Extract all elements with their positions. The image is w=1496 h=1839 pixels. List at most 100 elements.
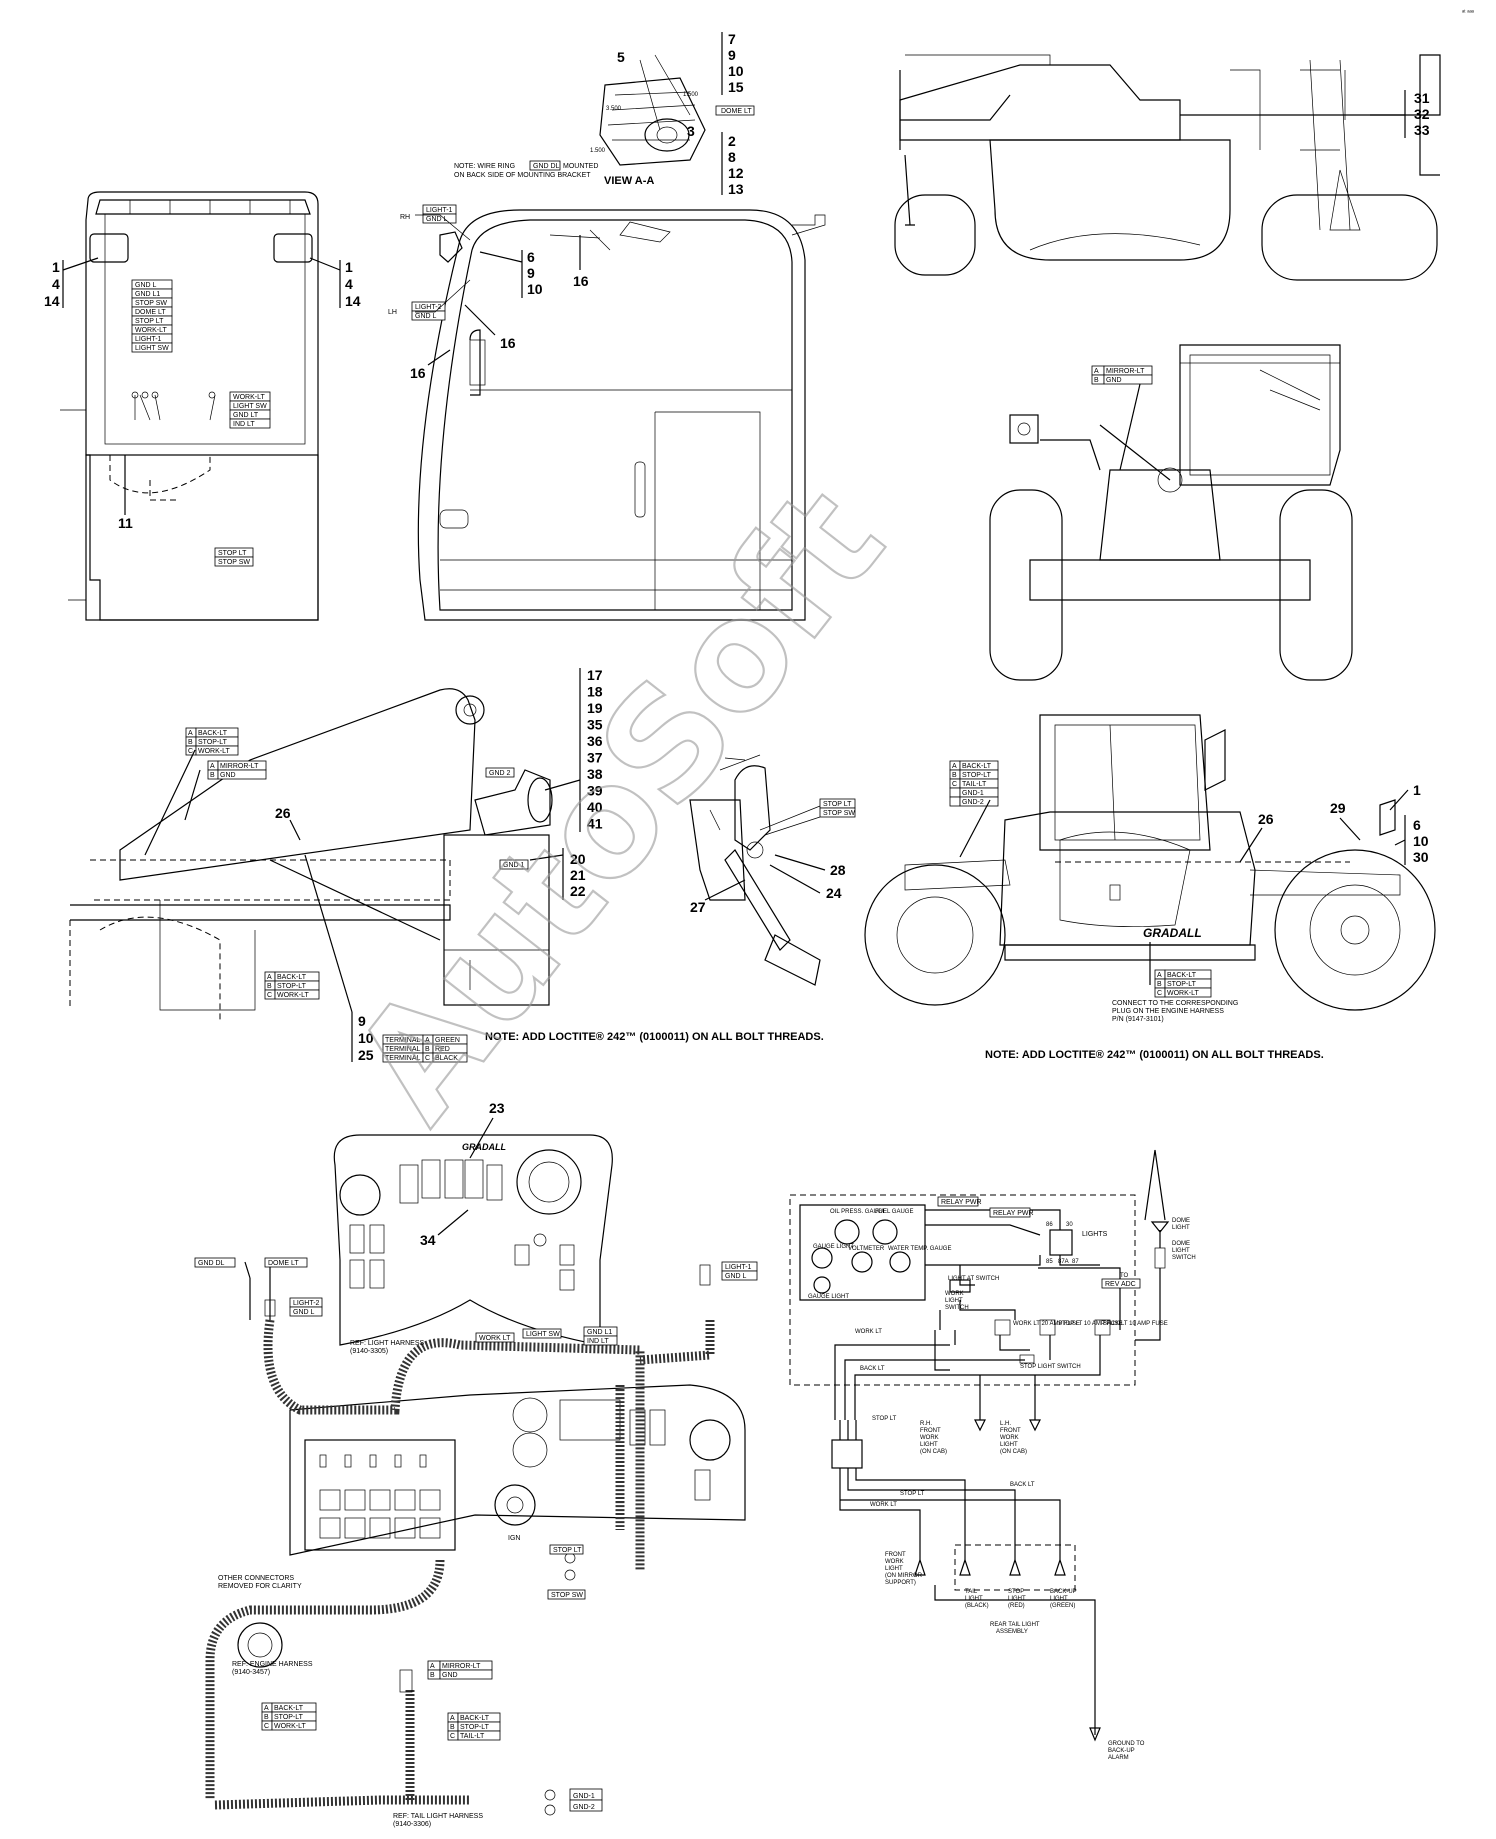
callout-7: 7 [728,31,736,47]
work-light-switch: LIGHT [945,1298,963,1304]
tag-dome-lt: DOME LT [721,108,752,115]
callout-29: 29 [1330,800,1346,816]
callout-26-boom: 26 [275,805,291,821]
fuse-slot [319,1454,327,1468]
callout-16-a: 16 [573,273,589,289]
relay-pwr-2: RELAY PWR [993,1210,1034,1217]
relay-pwr-box [937,1196,979,1207]
callout-14-right: 14 [345,293,361,309]
boom-t3-cell-text: C [267,992,272,999]
ground-note: GROUND TO [1108,1741,1145,1747]
view-a-a: 5 7 9 10 15 3 2 8 12 13 1.500 3.500 1.50… [454,31,755,197]
fuse-stop: STOP LT 10 AMP FUSE [1058,1321,1122,1327]
tag-2: GND L1 [587,1329,612,1336]
pin-85: 85 [1046,1259,1053,1265]
h-mirror-cell [439,1669,493,1680]
tag-stop-lt: STOP LT [553,1547,582,1554]
stop-light: STOP [1008,1589,1024,1595]
work-light-switch: SWITCH [945,1305,969,1311]
h-right-cell-text: STOP-LT [460,1724,490,1731]
rh-label: RH [400,214,410,221]
lh-label: LH [388,309,397,316]
tag-box [547,1589,586,1600]
callout-15: 15 [728,79,744,95]
tag-box [264,1257,308,1268]
tag-0: WORK LT [479,1335,511,1342]
pin-87a: 87A [1058,1259,1069,1265]
dim-1500-b: 1.500 [590,148,606,154]
backup-light: (GREEN) [1050,1603,1075,1609]
callout-10-side-b: 10 [1413,833,1429,849]
loctite-note-left: NOTE: ADD LOCTITE® 242™ (0100011) ON ALL… [485,1031,824,1043]
lh-front: FRONT [1000,1428,1021,1434]
callout-2: 2 [728,133,736,149]
callout-27: 27 [690,899,706,915]
callout-32: 32 [1414,106,1430,122]
callout-28: 28 [830,862,846,878]
tag-gnd-l: GND L [293,1309,315,1316]
boom-t1-cell-text: A [188,730,193,737]
relay-socket [344,1489,366,1511]
tag-gnd-dl: GND DL [198,1260,225,1267]
h-mirror-cell-text: GND [442,1672,458,1679]
h-right-cell-text: BACK-LT [460,1715,490,1722]
tail-light: (BLACK) [965,1603,989,1609]
callout-4-right: 4 [345,276,353,292]
side-t1-cell-text: GND-1 [962,790,984,797]
boom-t1-cell-text: STOP-LT [198,739,228,746]
callout-17: 17 [587,667,603,683]
cab-mid-tag: IND LT [233,421,255,428]
callout-35: 35 [587,717,603,733]
h-gnd-box [569,1799,603,1812]
connect-note-line: P/N (9147-3101) [1112,1016,1164,1023]
stop-light: (RED) [1008,1603,1025,1609]
side-t2-cell-text: BACK-LT [1167,972,1197,979]
h-left-cell [271,1720,317,1731]
boom-t1-cell-text: C [188,748,193,755]
callout-19: 19 [587,700,603,716]
side-t1-cell-text: BACK-LT [962,763,992,770]
callout-24: 24 [826,885,842,901]
backup-light: BACK-UP [1050,1589,1077,1595]
h-right-cell-text: C [450,1733,455,1740]
side-t1-cell-text: A [952,763,957,770]
tail-light: LIGHT [965,1596,983,1602]
callout-10-boom: 10 [358,1030,374,1046]
callout-36: 36 [587,733,603,749]
fuse-back: BACK LT 10 AMP FUSE [1103,1321,1168,1327]
terminal-cell-text: GREEN [435,1037,460,1044]
gnd2-tag: GND 2 [489,770,511,777]
wire-ring-note-suffix: MOUNTED [563,163,598,170]
h-left-cell-text: B [264,1714,269,1721]
h-gnd-tag: GND-1 [573,1793,595,1800]
harness-right-tag: GND L [725,1273,747,1280]
gradall-brand-dash: GRADALL [462,1142,506,1152]
front-work: SUPPORT) [885,1580,916,1586]
loctite-note-right: NOTE: ADD LOCTITE® 242™ (0100011) ON ALL… [985,1049,1324,1061]
front-work: FRONT [885,1552,906,1558]
cab-mid-tag: WORK-LT [233,394,265,401]
rh-front: FRONT [920,1428,941,1434]
callout-23: 23 [489,1100,505,1116]
gauge-label: OIL PRESS. GAUGE [830,1209,886,1215]
boom-t2-cell-text: GND [220,772,236,779]
cab-top-tag: GND L1 [135,291,160,298]
wire-ring-tag: GND DL [533,163,560,170]
pedal-box [819,807,856,818]
other-connectors-line: REMOVED FOR CLARITY [218,1583,302,1590]
side-lh-box [411,310,446,321]
callout-1-left: 1 [52,259,60,275]
